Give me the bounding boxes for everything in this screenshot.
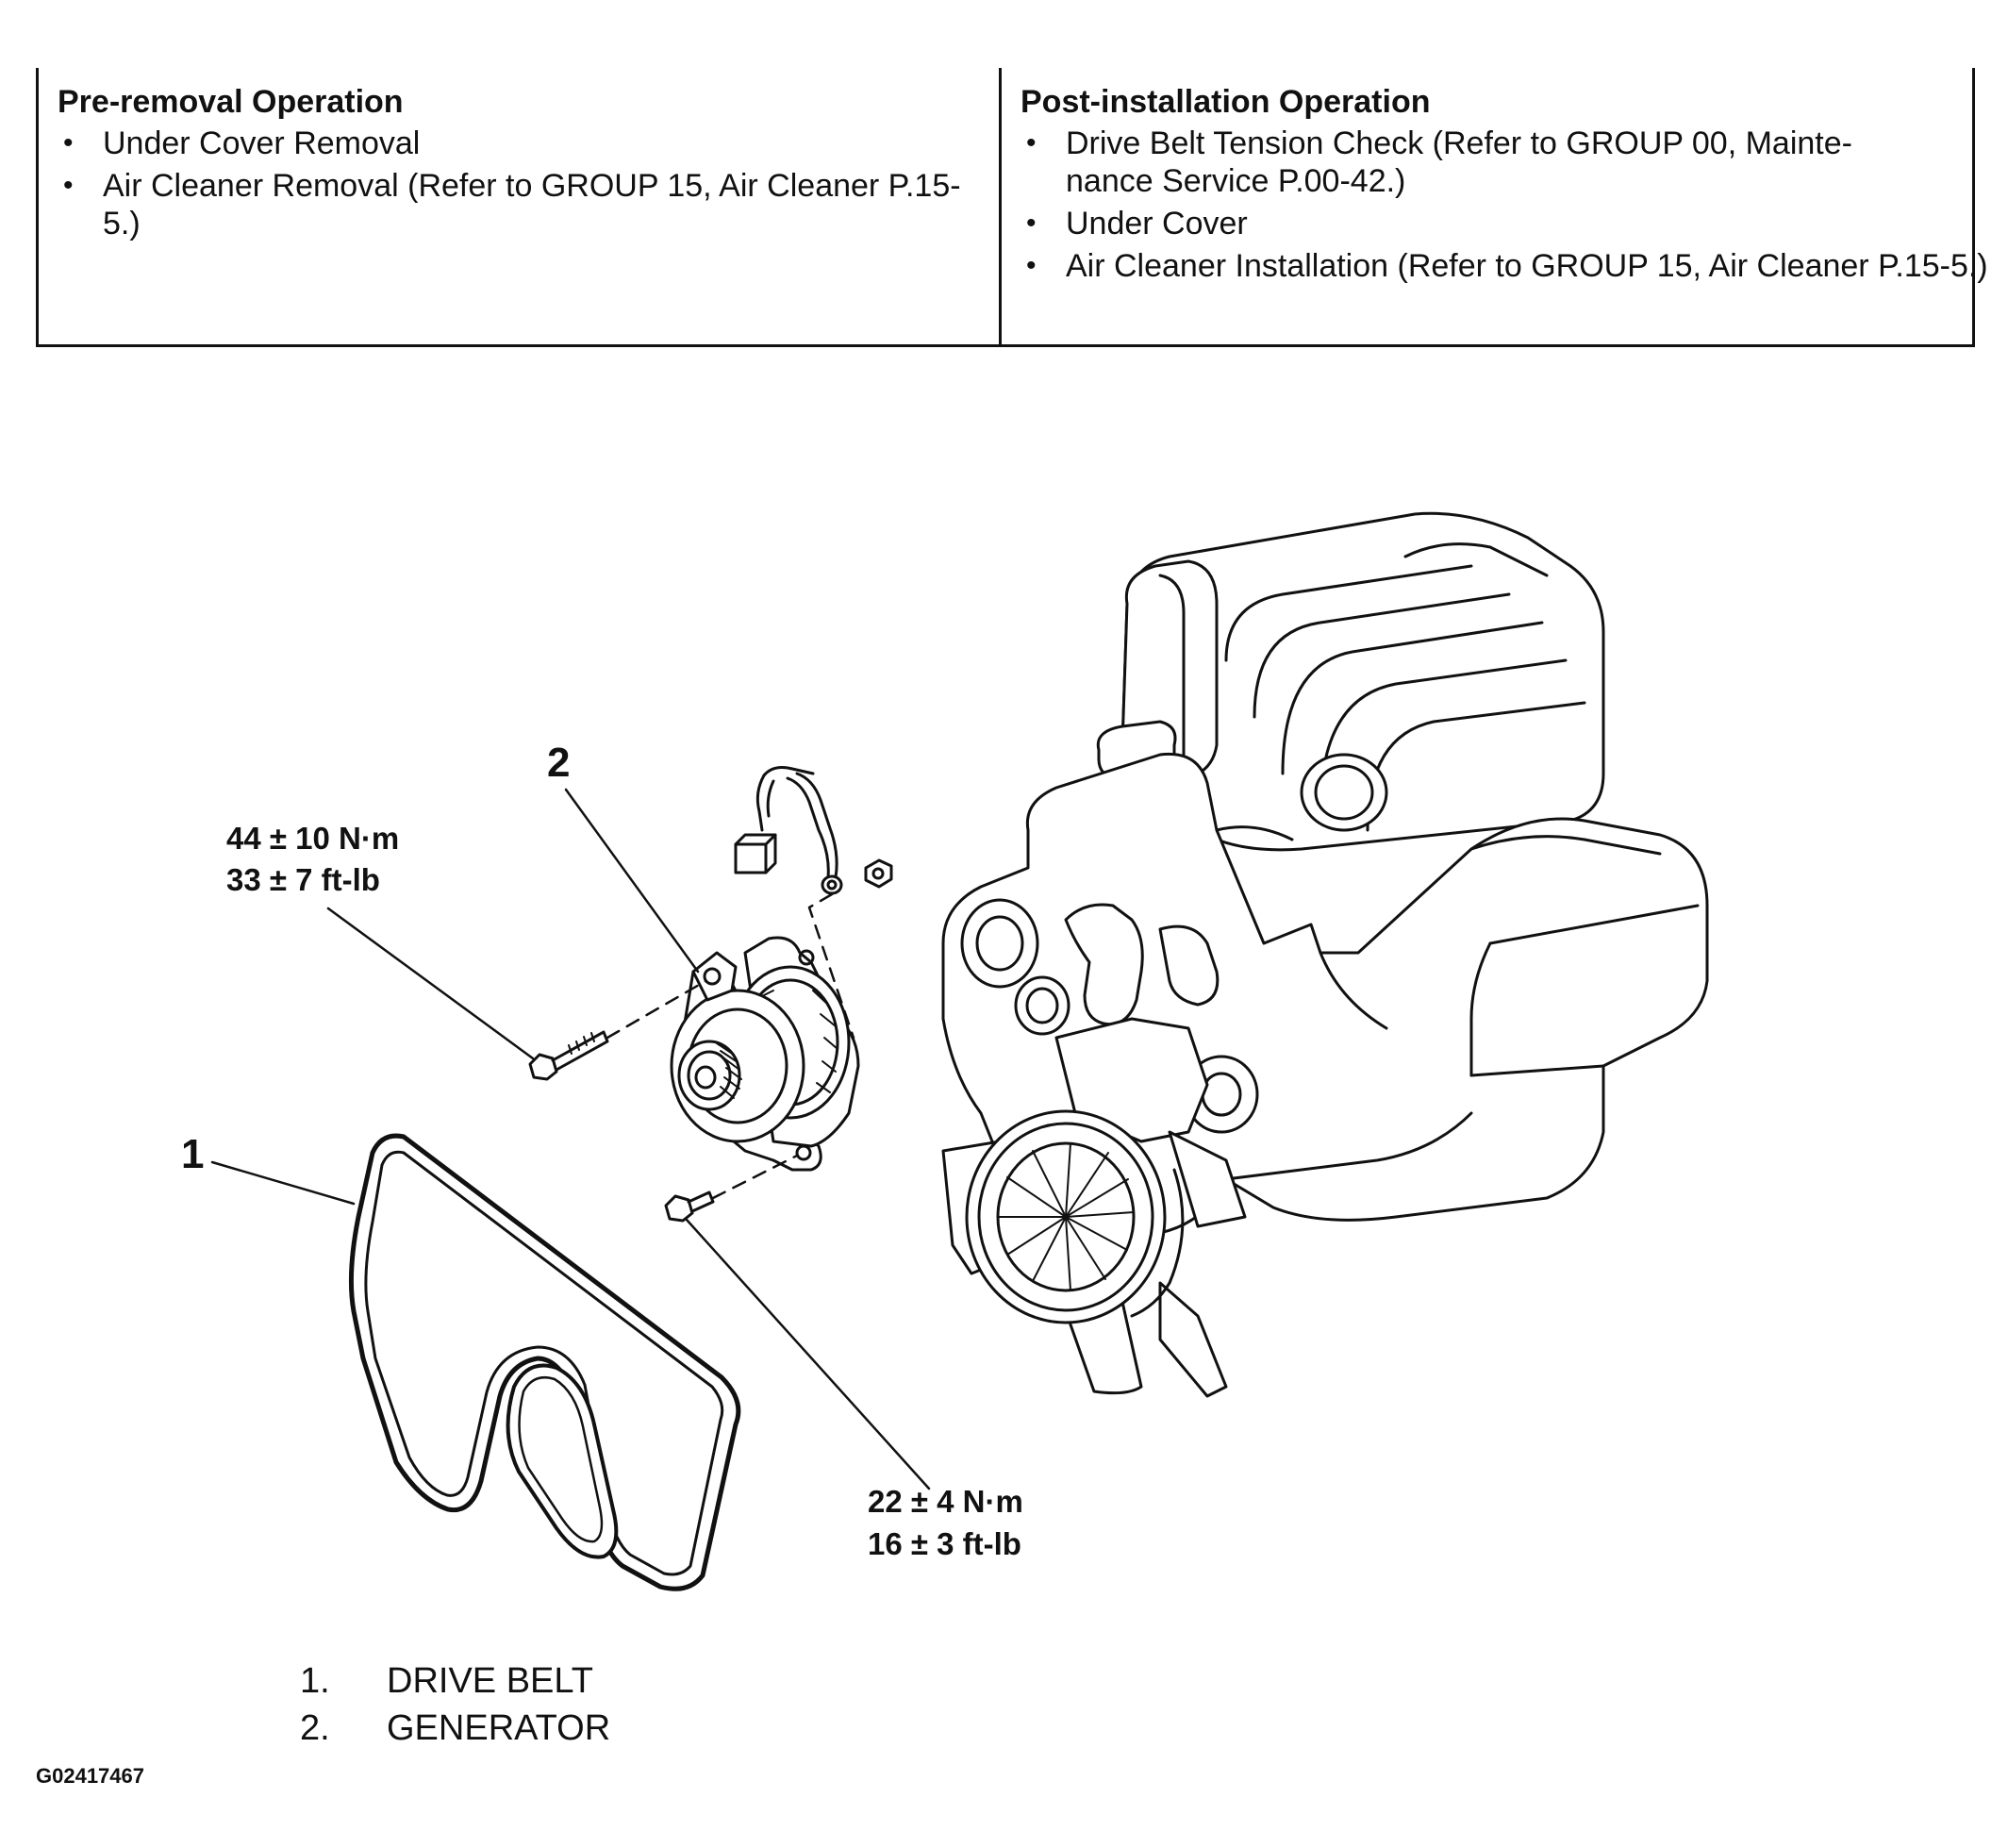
bolt-lower-illustration	[664, 1190, 715, 1223]
callout-1: 1	[181, 1131, 204, 1177]
pre-removal-title: Pre-removal Operation	[58, 84, 404, 120]
legend-label: GENERATOR	[387, 1708, 611, 1748]
parts-legend: 1. DRIVE BELT 2. GENERATOR	[300, 1657, 610, 1752]
harness-illustration	[734, 766, 893, 895]
torque-lower-metric: 22 ± 4 N·m	[868, 1484, 1023, 1519]
list-item: • Under Cover Removal	[58, 125, 980, 162]
pre-removal-list: • Under Cover Removal • Air Cleaner Remo…	[58, 125, 980, 242]
bullet-icon: •	[1026, 208, 1037, 239]
engine-illustration	[941, 511, 1709, 1398]
generator-illustration	[670, 936, 860, 1172]
figure-id: G02417467	[36, 1764, 144, 1788]
post-installation-section: Post-installation Operation • Drive Belt…	[1002, 68, 2008, 344]
post-installation-title: Post-installation Operation	[1021, 84, 1431, 120]
list-item-text: Drive Belt Tension Check (Refer to GROUP…	[1066, 125, 1852, 199]
legend-item: 1. DRIVE BELT	[300, 1657, 610, 1705]
list-item-text: Under Cover Removal	[103, 125, 421, 161]
bullet-icon: •	[63, 170, 74, 201]
drive-belt-illustration	[348, 1133, 741, 1591]
torque-upper-imperial: 33 ± 7 ft-lb	[226, 862, 380, 897]
bullet-icon: •	[1026, 250, 1037, 281]
legend-number: 1.	[300, 1661, 330, 1701]
alignment-lines	[606, 892, 855, 1200]
legend-label: DRIVE BELT	[387, 1661, 593, 1701]
list-item-text: Air Cleaner Removal (Refer to GROUP 15, …	[103, 168, 961, 241]
list-item-text: Under Cover	[1066, 206, 1248, 241]
list-item: • Under Cover	[1021, 205, 1990, 242]
torque-upper-metric: 44 ± 10 N·m	[226, 821, 399, 856]
leader-lines	[210, 788, 931, 1490]
list-item: • Air Cleaner Removal (Refer to GROUP 15…	[58, 167, 980, 242]
post-installation-list: • Drive Belt Tension Check (Refer to GRO…	[1021, 125, 1990, 285]
list-item: • Air Cleaner Installation (Refer to GRO…	[1021, 247, 1990, 285]
pre-removal-section: Pre-removal Operation • Under Cover Remo…	[39, 68, 1002, 344]
bullet-icon: •	[1026, 127, 1037, 158]
list-item-text: Air Cleaner Installation (Refer to GROUP…	[1066, 248, 1988, 284]
list-item: • Drive Belt Tension Check (Refer to GRO…	[1021, 125, 1933, 200]
operation-table: Pre-removal Operation • Under Cover Remo…	[36, 68, 1988, 347]
legend-number: 2.	[300, 1708, 330, 1748]
legend-item: 2. GENERATOR	[300, 1705, 610, 1752]
torque-lower-imperial: 16 ± 3 ft-lb	[868, 1526, 1021, 1561]
bolt-upper-illustration	[528, 1030, 609, 1081]
bullet-icon: •	[63, 127, 74, 158]
callout-2: 2	[547, 740, 570, 786]
generator-removal-diagram: 1 2 44 ± 10 N·m 33 ± 7 ft-lb 22 ± 4 N·m …	[0, 358, 2008, 1641]
